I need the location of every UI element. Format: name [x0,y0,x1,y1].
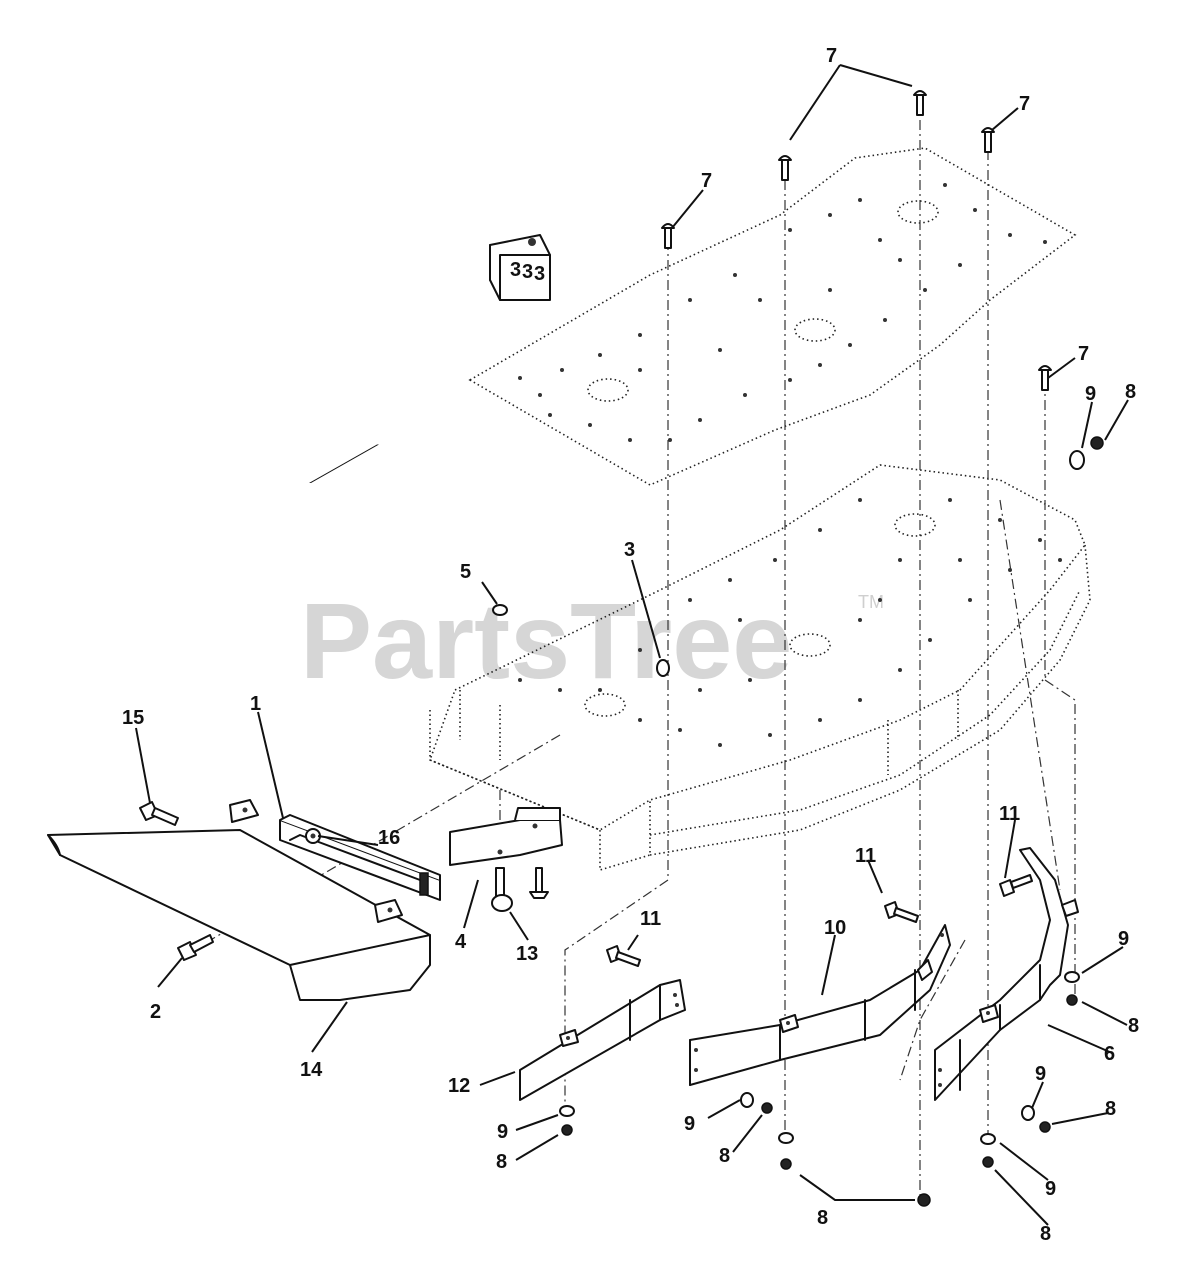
callout-5: 5 [460,561,471,583]
callout-9b: 9 [497,1121,508,1143]
svg-text:3: 3 [534,263,545,285]
watermark-text: PartsTree [300,580,792,701]
hinge-bracket [279,814,441,901]
carriage-bolt-7a [661,223,675,249]
small-bracket: 3 3 3 [489,234,551,301]
callout-8d: 8 [817,1207,828,1229]
callout-7d: 7 [1078,343,1089,365]
hex-bolt-11b [884,901,919,923]
callout-9a: 9 [1085,383,1096,405]
top-deck-plate [468,147,1077,486]
callout-9c: 9 [684,1113,695,1135]
hex-bolt-2 [177,934,214,961]
hex-bolt-15 [139,801,179,826]
callout-7c: 7 [1019,93,1030,115]
callout-14: 14 [300,1059,323,1081]
hex-bolt-11c [999,874,1033,897]
callout-8b: 8 [496,1151,507,1173]
carriage-bolt-7d [981,127,995,153]
baffle-12 [519,979,686,1101]
mower-deck-housing [428,464,1091,872]
callout-7b: 7 [701,170,712,192]
callout-12: 12 [448,1075,470,1097]
callout-6: 6 [1104,1043,1115,1065]
baffle-6 [934,847,1079,1101]
callout-8e: 8 [1128,1015,1139,1037]
callout-9f: 9 [1045,1178,1056,1200]
svg-text:3: 3 [522,261,533,283]
carriage-bolt-13 [491,867,549,912]
callout-1: 1 [250,693,261,715]
callout-9e: 9 [1035,1063,1046,1085]
callout-11a: 11 [640,908,661,930]
callout-7a: 7 [826,45,837,67]
callout-8g: 8 [1040,1223,1051,1245]
callout-16: 16 [378,827,400,849]
carriage-bolt-7b [778,155,792,181]
callout-8f: 8 [1105,1098,1116,1120]
discharge-chute [47,799,431,1001]
callout-15: 15 [122,707,144,729]
callout-8a: 8 [1125,381,1136,403]
callout-2: 2 [150,1001,161,1023]
leader-lines [135,64,1129,1226]
svg-text:3: 3 [510,259,521,281]
callout-labels: 7 7 7 7 9 8 3 5 1 15 16 2 14 4 13 11 11 … [122,45,1139,1245]
nut-16 [305,828,321,844]
carriage-bolt-7c [913,90,927,116]
washers-and-nuts [492,436,1104,1207]
callout-10: 10 [824,917,846,939]
callout-9d: 9 [1118,928,1129,950]
callout-11b: 11 [855,845,876,867]
hex-bolt-11a [606,945,641,967]
callout-13: 13 [516,943,538,965]
baffle-10 [689,924,951,1086]
callout-11c: 11 [999,803,1020,825]
deflector-bracket [449,807,563,866]
callout-4: 4 [455,931,467,953]
carriage-bolt-7e [1038,365,1052,391]
callout-3: 3 [624,539,635,561]
callout-8c: 8 [719,1145,730,1167]
watermark-trademark: TM [858,592,884,612]
